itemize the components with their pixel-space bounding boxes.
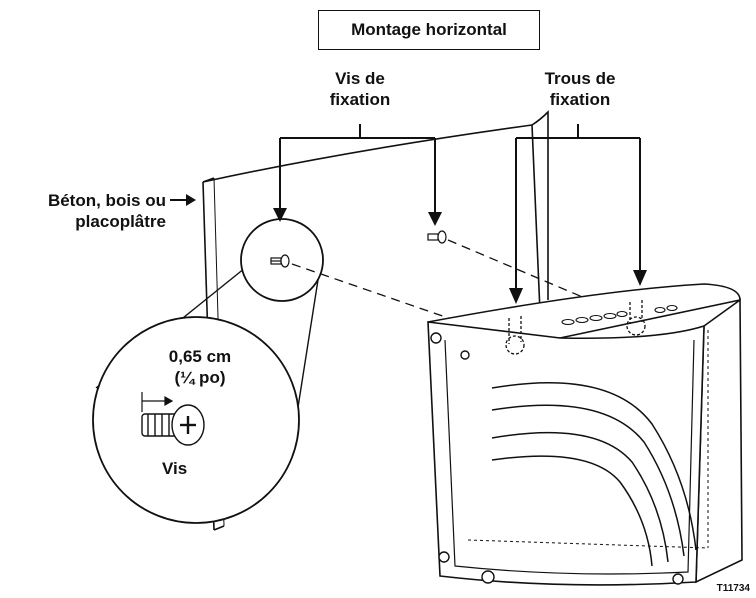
screw-size-line1: 0,65 cm — [168, 347, 232, 366]
holes-callout-arrowheads — [509, 270, 647, 304]
wall-screw-right — [427, 230, 447, 244]
wall-material-label: Béton, bois ou placoplâtre — [0, 190, 166, 232]
diagram-title: Montage horizontal — [318, 10, 540, 50]
mounting-holes — [505, 300, 646, 355]
holes-label: Trous de fixation — [520, 68, 640, 110]
screw-label: Vis — [162, 459, 188, 478]
holes-callout-bracket — [515, 124, 641, 290]
wall-material-line1: Béton, bois ou — [47, 191, 166, 210]
screws-label-line2: fixation — [329, 90, 391, 109]
device-cables — [491, 382, 697, 567]
holes-label-line1: Trous de — [544, 69, 616, 88]
enlarged-screw-icon — [141, 404, 205, 446]
screw-callout-arrowheads — [273, 208, 442, 226]
screws-label-line1: Vis de — [335, 69, 385, 88]
device-top-vents — [561, 304, 678, 326]
hidden-edges — [467, 330, 709, 549]
dimension-arrow — [141, 392, 174, 412]
device-front-panel — [444, 339, 695, 575]
wall-arrow — [170, 194, 196, 206]
figure-code: T11734 — [716, 583, 750, 594]
screw-callout-bracket — [279, 124, 436, 214]
holes-label-line2: fixation — [549, 90, 611, 109]
screw-size-line2: (¼ po) — [174, 368, 226, 387]
screws-label: Vis de fixation — [318, 68, 402, 110]
screw-size-label: 0,65 cm (¼ po) — [150, 346, 250, 388]
device-feet — [430, 332, 684, 585]
wall-material-line2: placoplâtre — [75, 212, 166, 231]
wall-screw-left — [270, 254, 290, 268]
